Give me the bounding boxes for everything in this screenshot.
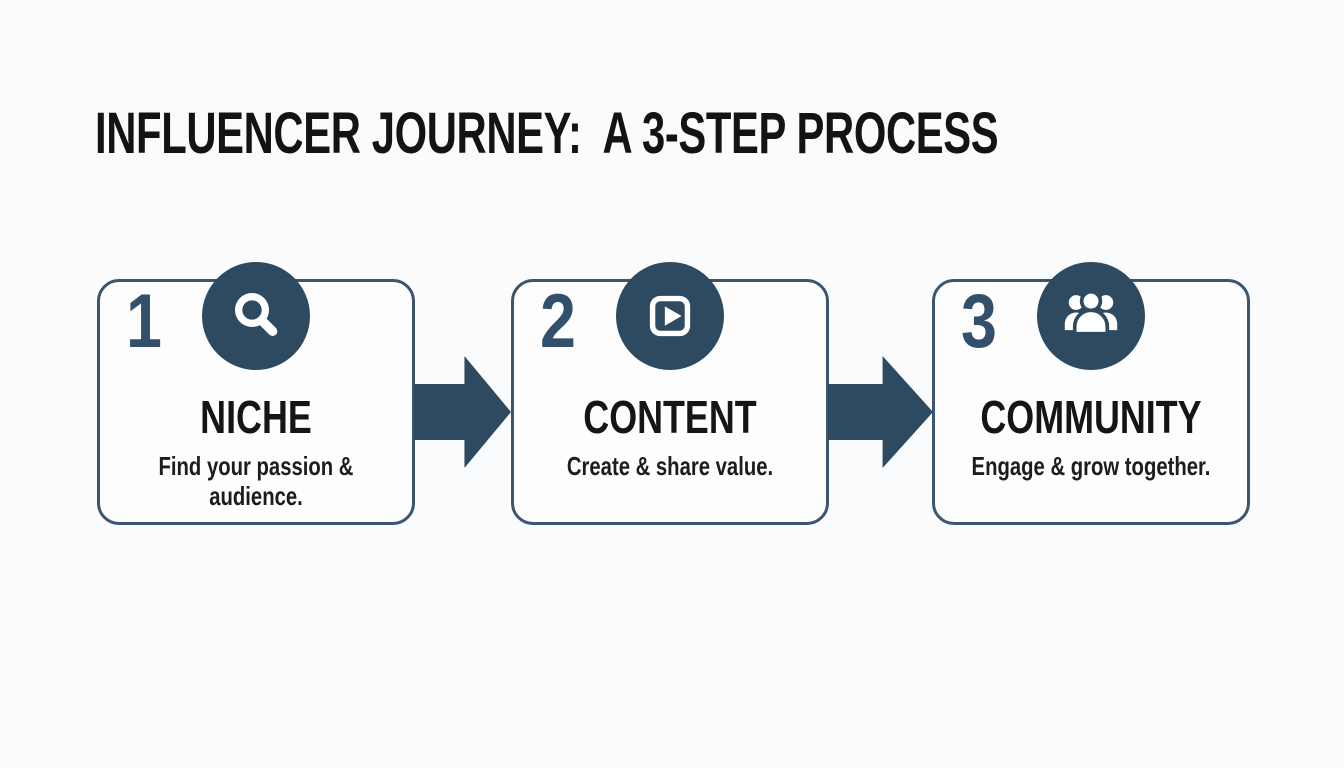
step-number: 1 bbox=[126, 279, 162, 364]
step-card-content: 2 CONTENT Create & share value. bbox=[511, 262, 829, 525]
step-card-community: 3 COMMUNITY Engage & grow together. bbox=[932, 262, 1250, 525]
step-card-niche: 1 NICHE Find your passion & audience. bbox=[97, 262, 415, 525]
step-description: Create & share value. bbox=[566, 451, 774, 481]
arrow-right-icon bbox=[414, 356, 511, 468]
step-number: 2 bbox=[540, 279, 576, 364]
step-title: CONTENT bbox=[583, 391, 757, 443]
play-video-icon bbox=[616, 262, 724, 370]
step-description: Find your passion & audience. bbox=[158, 451, 354, 511]
arrow-right-icon bbox=[828, 356, 933, 468]
community-icon bbox=[1037, 262, 1145, 370]
step-title: NICHE bbox=[200, 391, 312, 443]
step-title: COMMUNITY bbox=[980, 391, 1202, 443]
page-title: INFLUENCER JOURNEY: A 3-STEP PROCESS bbox=[95, 101, 999, 166]
search-icon bbox=[202, 262, 310, 370]
step-number: 3 bbox=[961, 279, 997, 364]
step-description: Engage & grow together. bbox=[971, 451, 1211, 481]
